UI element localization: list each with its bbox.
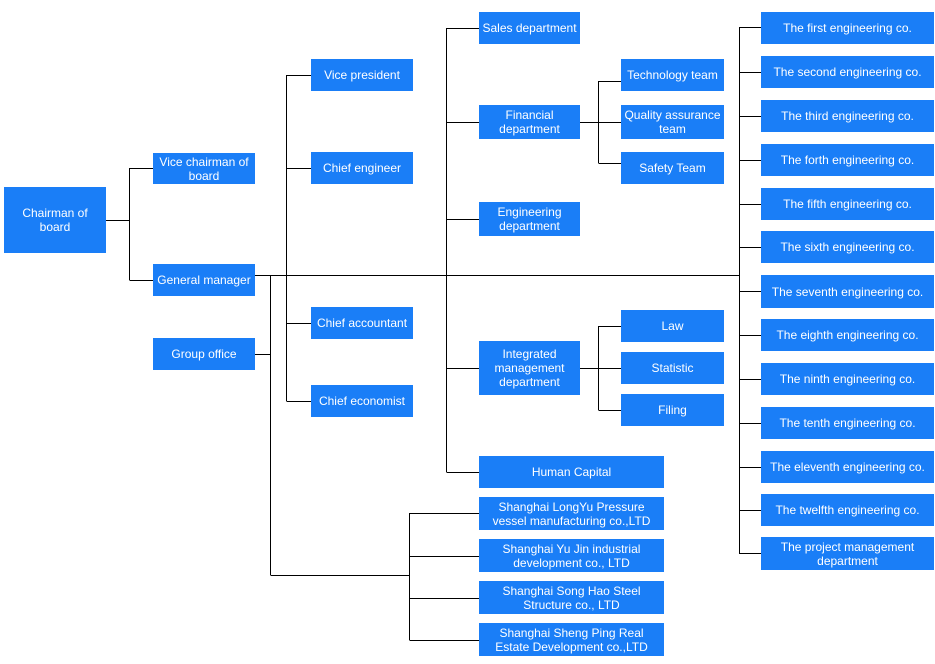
node-general-manager: General manager: [153, 264, 255, 296]
node-sales-department: Sales department: [479, 12, 580, 44]
node-eng-co-10: The tenth engineering co.: [761, 407, 934, 439]
node-statistic: Statistic: [621, 352, 724, 384]
node-filing: Filing: [621, 394, 724, 426]
node-yujin: Shanghai Yu Jin industrial development c…: [479, 539, 664, 572]
node-chief-accountant: Chief accountant: [311, 307, 413, 339]
node-vice-president: Vice president: [311, 59, 413, 91]
node-eng-co-3: The third engineering co.: [761, 100, 934, 132]
node-eng-co-8: The eighth engineering co.: [761, 319, 934, 351]
node-eng-co-1: The first engineering co.: [761, 12, 934, 44]
node-songhao: Shanghai Song Hao Steel Structure co., L…: [479, 581, 664, 614]
node-eng-co-11: The eleventh engineering co.: [761, 451, 934, 483]
node-vice-chairman: Vice chairman of board: [153, 153, 255, 184]
node-eng-co-5: The fifth engineering co.: [761, 188, 934, 220]
node-safety-team: Safety Team: [621, 152, 724, 184]
node-financial-department: Financial department: [479, 105, 580, 139]
node-eng-co-9: The ninth engineering co.: [761, 363, 934, 395]
node-human-capital: Human Capital: [479, 456, 664, 488]
node-chairman: Chairman of board: [4, 187, 106, 253]
node-chief-engineer: Chief engineer: [311, 152, 413, 184]
node-engineering-department: Engineering department: [479, 202, 580, 236]
node-eng-co-2: The second engineering co.: [761, 56, 934, 88]
node-eng-co-6: The sixth engineering co.: [761, 231, 934, 263]
node-project-management: The project management department: [761, 537, 934, 570]
node-longyu: Shanghai LongYu Pressure vessel manufact…: [479, 497, 664, 530]
node-technology-team: Technology team: [621, 59, 724, 91]
node-eng-co-12: The twelfth engineering co.: [761, 494, 934, 526]
node-eng-co-7: The seventh engineering co.: [761, 275, 934, 308]
node-integrated-management: Integrated management department: [479, 341, 580, 395]
node-eng-co-4: The forth engineering co.: [761, 144, 934, 176]
node-shengping: Shanghai Sheng Ping Real Estate Developm…: [479, 623, 664, 656]
node-chief-economist: Chief economist: [311, 385, 413, 417]
node-law: Law: [621, 310, 724, 342]
node-quality-assurance-team: Quality assurance team: [621, 105, 724, 139]
node-group-office: Group office: [153, 338, 255, 370]
